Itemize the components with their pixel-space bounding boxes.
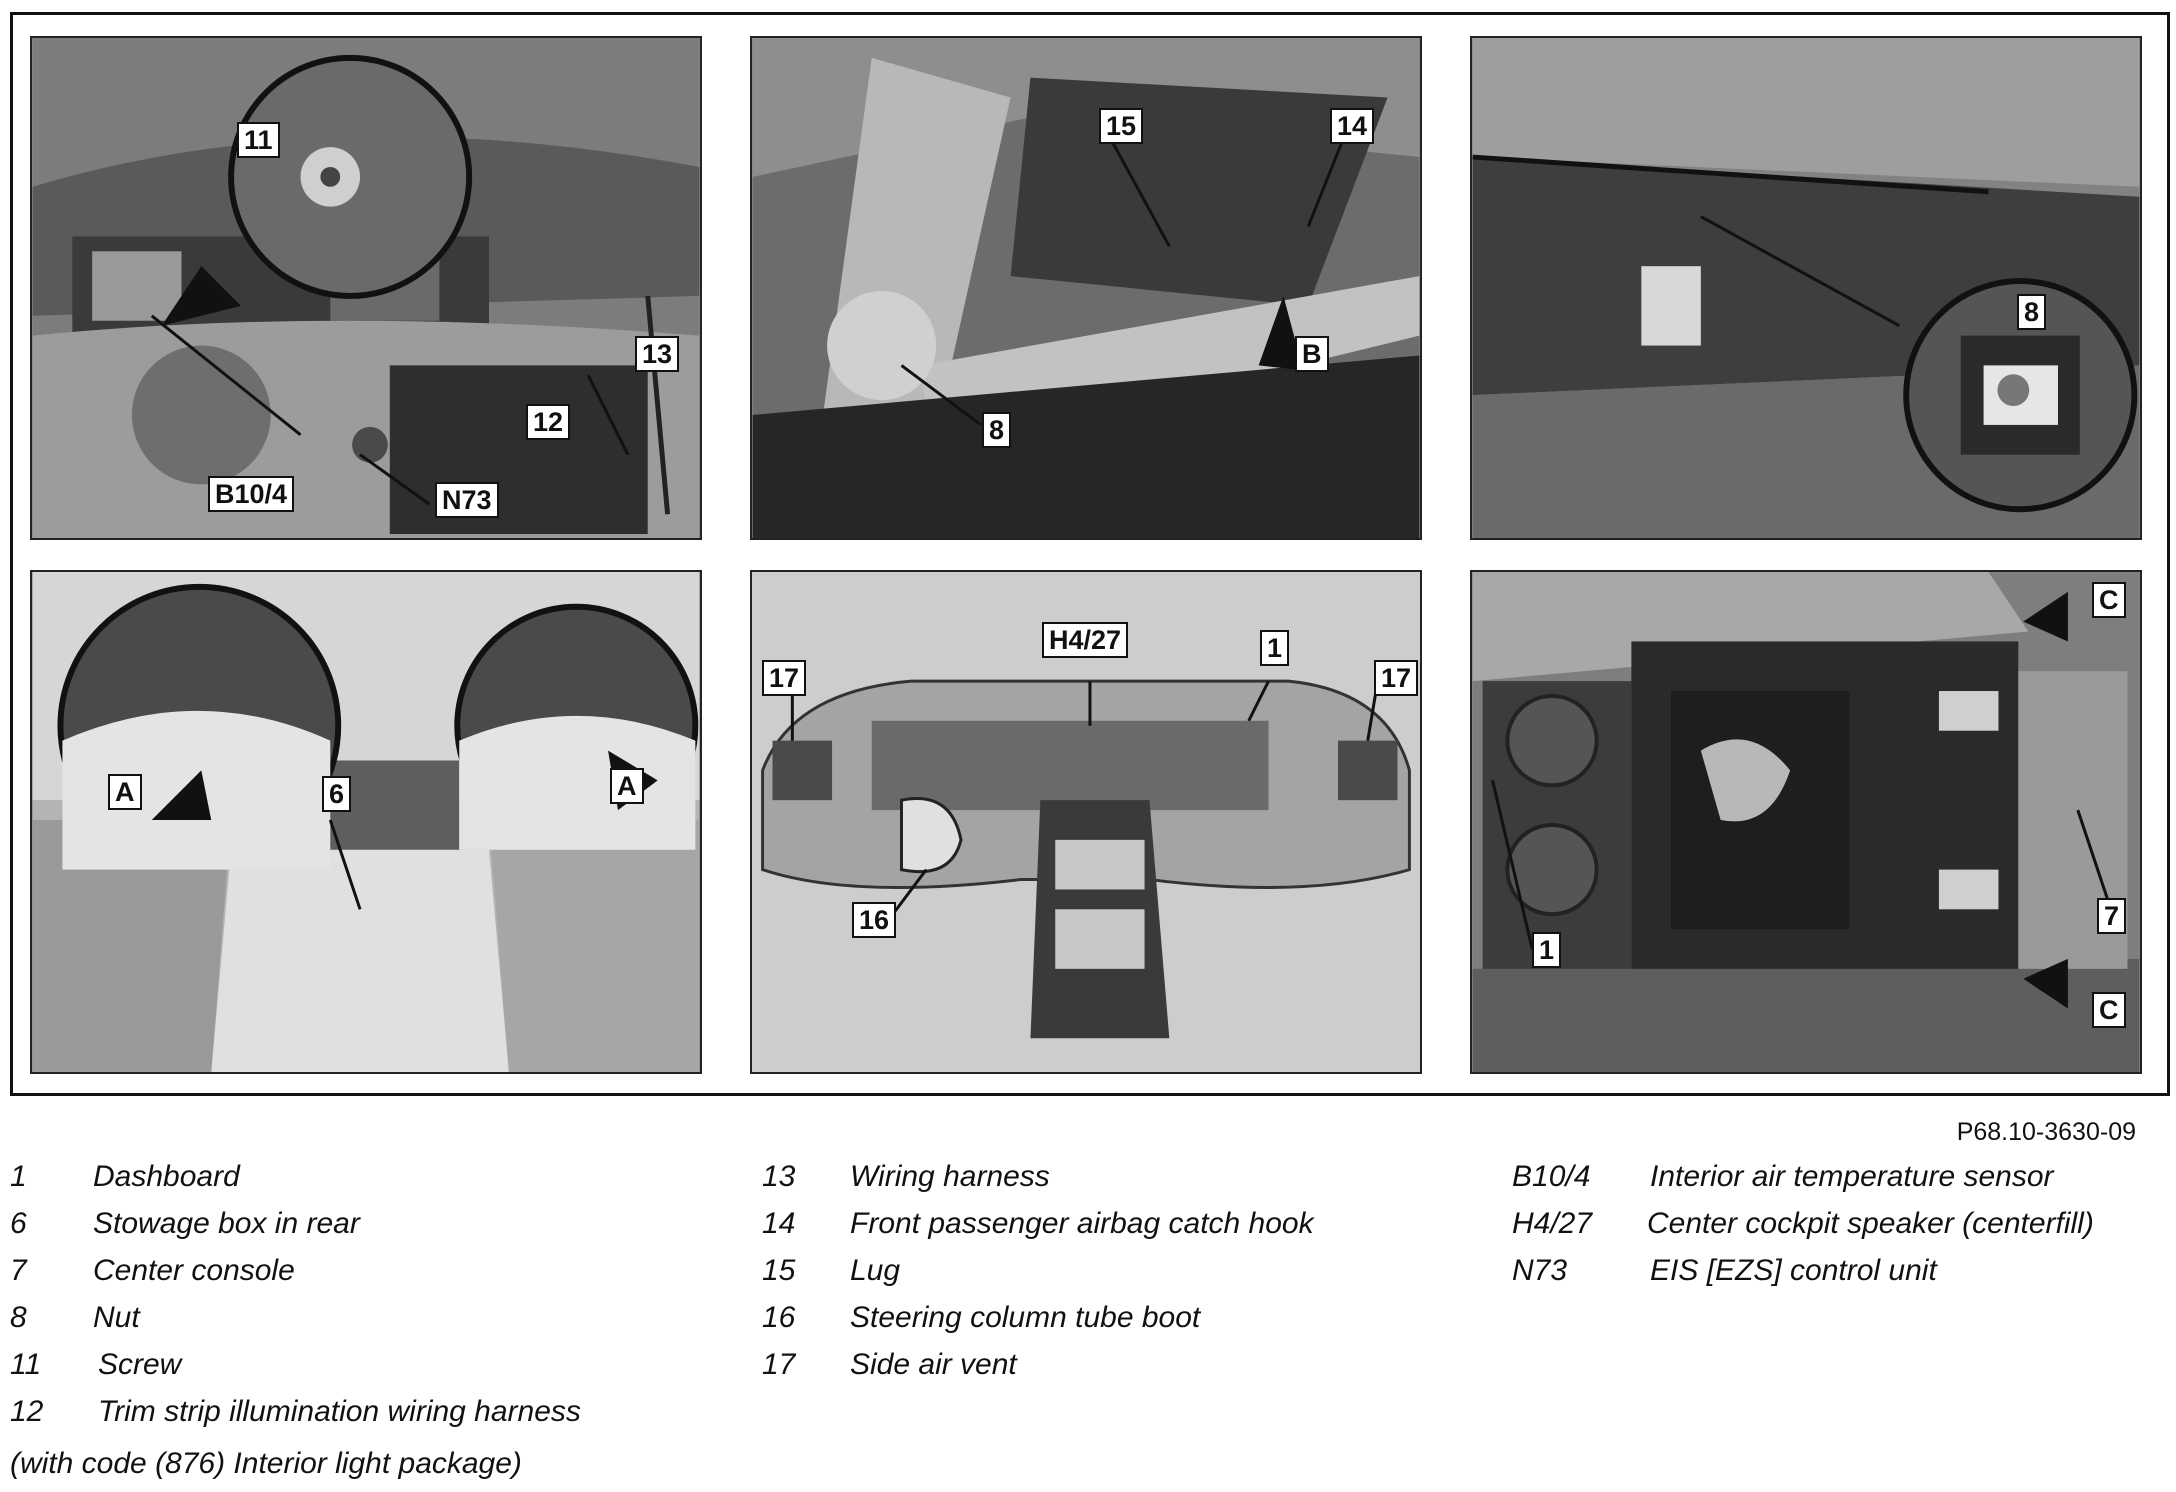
- callout-12: 12: [526, 404, 571, 440]
- callout-c-top: C: [2092, 582, 2126, 618]
- legend-item: 17 Side air vent: [762, 1348, 1402, 1395]
- callout-16: 16: [852, 902, 897, 938]
- callout-b10-4: B10/4: [208, 476, 295, 512]
- legend-number: 8: [10, 1301, 27, 1334]
- document-code: P68.10-3630-09: [1956, 1118, 2136, 1146]
- callout-a-right: A: [610, 768, 644, 804]
- legend-text: Front passenger airbag catch hook: [850, 1207, 1314, 1240]
- callout-15: 15: [1099, 108, 1144, 144]
- legend-column-3: B10/4 Interior air temperature sensor H4/…: [1512, 1160, 2172, 1301]
- callout-6: 6: [322, 776, 352, 812]
- panel-dashboard-overview: H4/27 1 17 17 16: [750, 570, 1422, 1074]
- callout-8: 8: [982, 412, 1012, 448]
- legend-item: 1 Dashboard: [10, 1160, 730, 1207]
- panel-dashboard-screw-illustration: [32, 38, 700, 538]
- legend-item: 13 Wiring harness: [762, 1160, 1402, 1207]
- legend-item: 8 Nut: [10, 1301, 730, 1348]
- legend-number: 12: [10, 1395, 44, 1428]
- legend-number: 1: [10, 1160, 27, 1193]
- legend-text: Steering column tube boot: [850, 1301, 1201, 1334]
- legend-item: 11 Screw: [10, 1348, 730, 1395]
- callout-7: 7: [2097, 898, 2127, 934]
- panel-dashboard-screw: 11 13 12 B10/4 N73: [30, 36, 702, 540]
- legend-item: 6 Stowage box in rear: [10, 1207, 730, 1254]
- legend-number: 11: [10, 1348, 42, 1381]
- legend-number: N73: [1512, 1254, 1568, 1287]
- legend-text: Interior air temperature sensor: [1650, 1160, 2054, 1193]
- legend-number: 6: [10, 1207, 27, 1240]
- legend-number: 17: [762, 1348, 796, 1381]
- panel-nut-detail-illustration: [1472, 38, 2140, 538]
- legend-item: B10/4 Interior air temperature sensor: [1512, 1160, 2172, 1207]
- callout-17-left: 17: [762, 660, 807, 696]
- legend-continuation: (with code (876) Interior light package): [10, 1447, 522, 1480]
- legend-number: H4/27: [1512, 1207, 1593, 1240]
- callout-1-console: 1: [1532, 932, 1562, 968]
- callout-11: 11: [237, 122, 280, 158]
- callout-c-bottom: C: [2092, 992, 2126, 1028]
- panel-nut-detail: 8: [1470, 36, 2142, 540]
- legend-text: Center cockpit speaker (centerfill): [1647, 1207, 2094, 1240]
- legend-item: H4/27 Center cockpit speaker (centerfill): [1512, 1207, 2172, 1254]
- legend-item: 14 Front passenger airbag catch hook: [762, 1207, 1402, 1254]
- legend-item: N73 EIS [EZS] control unit: [1512, 1254, 2172, 1301]
- legend-text: Wiring harness: [850, 1160, 1050, 1193]
- legend-number: 13: [762, 1160, 796, 1193]
- callout-a-left: A: [108, 774, 142, 810]
- callout-8-nut: 8: [2017, 294, 2047, 330]
- panel-airbag-catch-hook-illustration: [752, 38, 1420, 538]
- callout-h4-27: H4/27: [1042, 622, 1129, 658]
- legend-item: 15 Lug: [762, 1254, 1402, 1301]
- legend-item: 16 Steering column tube boot: [762, 1301, 1402, 1348]
- legend-number: 16: [762, 1301, 796, 1334]
- panel-stowage-box-illustration: [32, 572, 700, 1072]
- legend-text: Nut: [93, 1301, 140, 1334]
- legend-item: 12 Trim strip illumination wiring harness: [10, 1395, 730, 1442]
- panel-center-console: C C 1 7: [1470, 570, 2142, 1074]
- callout-1: 1: [1260, 630, 1290, 666]
- panel-stowage-box: A A 6: [30, 570, 702, 1074]
- legend-number: B10/4: [1512, 1160, 1591, 1193]
- legend-number: 7: [10, 1254, 27, 1287]
- legend-text: Side air vent: [850, 1348, 1017, 1381]
- legend-text: Screw: [98, 1348, 182, 1381]
- legend-number: 15: [762, 1254, 796, 1287]
- panel-airbag-catch-hook: 15 14 B 8: [750, 36, 1422, 540]
- panel-center-console-illustration: [1472, 572, 2140, 1072]
- legend-column-1: 1 Dashboard 6 Stowage box in rear 7 Center …: [10, 1160, 730, 1442]
- legend-text: Center console: [93, 1254, 295, 1287]
- legend-item: 7 Center console: [10, 1254, 730, 1301]
- callout-17-right: 17: [1374, 660, 1419, 696]
- legend-text: Dashboard: [93, 1160, 240, 1193]
- legend-text: Lug: [850, 1254, 901, 1287]
- legend-text: EIS [EZS] control unit: [1650, 1254, 1937, 1287]
- legend-text: Stowage box in rear: [93, 1207, 360, 1240]
- callout-14: 14: [1330, 108, 1375, 144]
- callout-13: 13: [635, 336, 680, 372]
- callout-n73: N73: [435, 482, 499, 518]
- legend-number: 14: [762, 1207, 796, 1240]
- legend-column-2: 13 Wiring harness 14 Front passenger airba…: [762, 1160, 1402, 1395]
- legend-text: Trim strip illumination wiring harness: [98, 1395, 581, 1428]
- callout-b: B: [1295, 336, 1329, 372]
